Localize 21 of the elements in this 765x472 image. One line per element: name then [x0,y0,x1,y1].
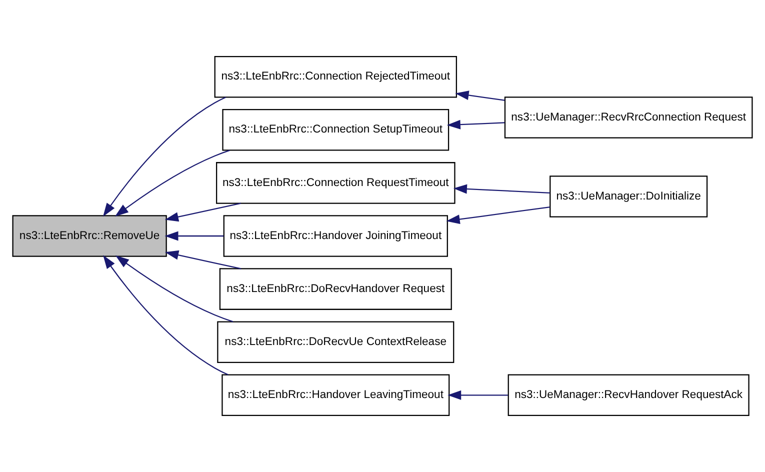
node-box: ns3::LteEnbRrc::Connection SetupTimeout [222,109,450,151]
node-box: ns3::LteEnbRrc::DoRecvUe ContextRelease [217,321,454,363]
node-box: ns3::UeManager::RecvHandover RequestAck [508,374,750,416]
node-box: ns3::LteEnbRrc::Connection RejectedTimeout [214,56,457,98]
arrow [453,184,550,194]
arrow [446,206,550,224]
arrow [103,255,228,376]
arrow [114,150,230,217]
node-box: ns3::LteEnbRrc::Handover LeavingTimeout [222,374,450,416]
arrow [455,90,505,101]
arrow [115,255,234,322]
node-box: ns3::LteEnbRrc::Handover JoiningTimeout [223,215,448,257]
node-box: ns3::UeManager::RecvRrcConnection Request [504,96,753,138]
arrow [102,96,226,217]
arrow [446,120,505,130]
node-box: ns3::LteEnbRrc::RemoveUe [12,215,167,257]
node-box: ns3::UeManager::DoInitialize [550,176,708,218]
arrow [164,231,224,241]
node-box: ns3::LteEnbRrc::Connection RequestTimeout [216,162,456,204]
arrow [448,390,508,400]
node-box: ns3::LteEnbRrc::DoRecvHandover Request [219,268,452,310]
